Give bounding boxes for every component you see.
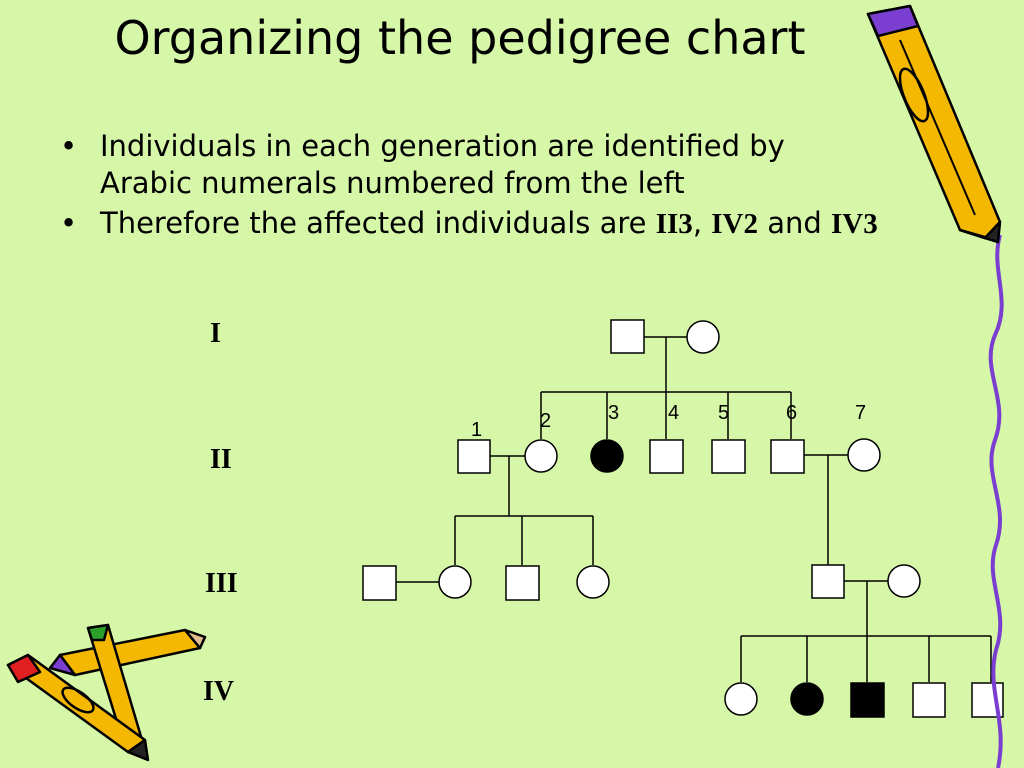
individual-number-5: 5 <box>718 402 730 424</box>
affected-id-IV2: IV2 <box>711 208 758 240</box>
male-III3 <box>505 565 540 601</box>
generation-label-II: II <box>210 444 232 475</box>
crossed-pencils-icon <box>6 623 207 762</box>
individual-number-3: 3 <box>608 402 620 424</box>
individual-number-4: 4 <box>668 402 680 424</box>
male-II6 <box>770 439 805 474</box>
bullet-dot: • <box>60 129 78 163</box>
bullet-dot: • <box>60 206 78 240</box>
bullet-text: Individuals in each generation are ident… <box>100 129 785 200</box>
pencil-icon <box>866 4 1002 244</box>
male-II5 <box>711 439 746 474</box>
male-II1 <box>457 439 491 474</box>
affected-male-IV3 <box>850 682 885 718</box>
male-III1 <box>362 565 397 601</box>
generation-label-IV: IV <box>203 676 235 707</box>
generation-label-I: I <box>210 318 221 349</box>
affected-id-II3: II3 <box>655 208 693 240</box>
individual-number-1: 1 <box>471 419 483 441</box>
female-I2 <box>686 320 720 354</box>
female-II7 <box>847 438 881 472</box>
wavy-line-decoration <box>988 234 1004 768</box>
male-III5 <box>811 564 845 599</box>
affected-id-IV3: IV3 <box>830 208 878 240</box>
affected-female-II3 <box>590 439 624 473</box>
individual-number-7: 7 <box>855 402 867 424</box>
female-III2 <box>438 565 472 599</box>
male-II4 <box>649 439 684 474</box>
male-I1 <box>610 319 645 354</box>
bullet-item-2: • Therefore the affected individuals are… <box>60 205 880 243</box>
bullet-list: • Individuals in each generation are ide… <box>60 128 880 246</box>
female-II2 <box>524 439 558 473</box>
individual-number-2: 2 <box>540 410 552 432</box>
separator: , <box>692 206 712 240</box>
female-IV1 <box>724 682 758 716</box>
bullet-text: Therefore the affected individuals are <box>100 206 656 240</box>
separator: and <box>757 206 831 240</box>
slide-title: Organizing the pedigree chart <box>114 11 806 65</box>
male-IV4 <box>912 682 946 718</box>
female-III4 <box>576 565 610 599</box>
female-III6 <box>887 564 921 598</box>
affected-female-IV2 <box>790 682 824 716</box>
bullet-item-1: • Individuals in each generation are ide… <box>60 128 880 202</box>
generation-label-III: III <box>205 568 238 599</box>
